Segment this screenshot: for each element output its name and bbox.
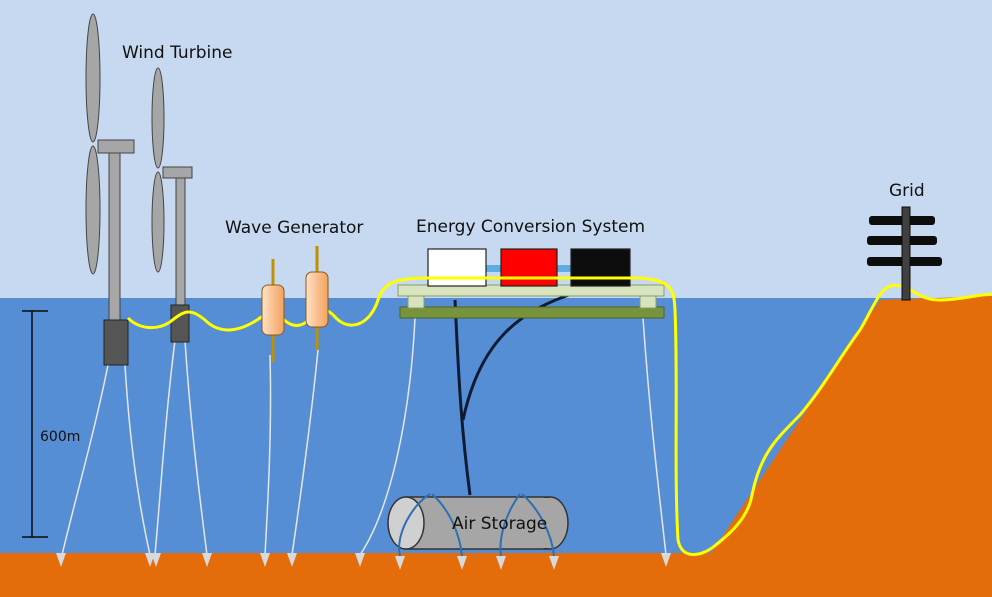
energy-conversion-label: Energy Conversion System [416,217,646,237]
wave-generator-2 [305,246,329,350]
wave-generator-1 [261,259,285,362]
shore-slope [700,296,992,597]
depth-label: 600m [40,429,81,445]
sky [0,0,992,300]
anchors [56,553,671,570]
wave-generator-label: Wave Generator [225,218,364,238]
mooring-lines [61,317,667,556]
wind-turbine-label: Wind Turbine [122,43,233,63]
grid-pylon [867,206,942,301]
power-cable [126,276,992,556]
conversion-units [427,248,631,287]
wind-turbine-large [85,13,135,366]
air-hoses [453,290,579,496]
air-storage-label: Air Storage [452,514,548,534]
tank-straps [398,493,555,557]
grid-label: Grid [889,181,925,201]
depth-scale [22,310,48,538]
